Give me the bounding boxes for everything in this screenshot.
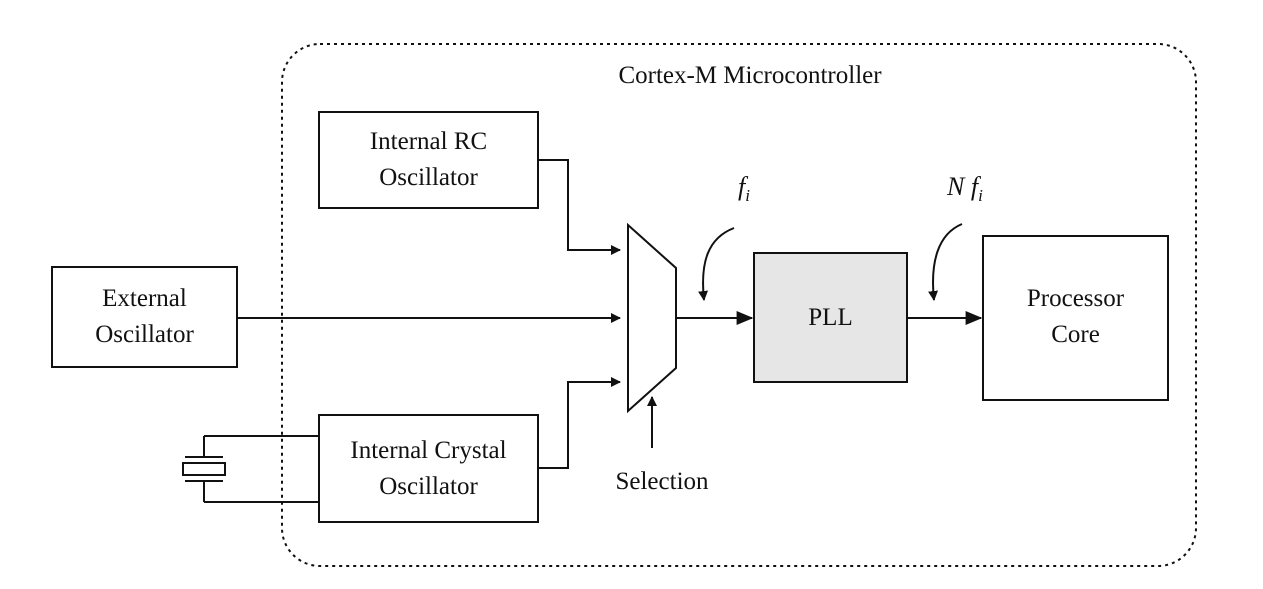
nfi-pointer-arrow [928, 223, 963, 301]
rc-to-mux-line [538, 159, 621, 255]
nfi-signal-label: N fi [947, 172, 983, 205]
fi-pointer-arrow [698, 227, 735, 301]
internal-crystal-oscillator-label: Internal Crystal Oscillator [350, 437, 507, 500]
selection-label: Selection [615, 468, 709, 495]
external-oscillator-block [51, 266, 238, 368]
crystal-symbol [182, 435, 319, 503]
multiplexer [627, 222, 677, 414]
pll-block [753, 252, 908, 383]
microcontroller-boundary [281, 43, 1197, 567]
pll-label: PLL [808, 304, 853, 331]
crystal-to-mux-line [538, 377, 621, 469]
internal-rc-oscillator-block [318, 111, 539, 209]
processor-core-block [982, 235, 1169, 401]
processor-core-label: Processor Core [1026, 285, 1125, 348]
internal-rc-oscillator-label: Internal RC Oscillator [369, 128, 488, 191]
internal-crystal-oscillator-block [318, 414, 539, 523]
fi-signal-label: fi [738, 172, 750, 205]
microcontroller-title: Cortex-M Microcontroller [618, 62, 882, 89]
external-oscillator-label: External Oscillator [95, 285, 194, 348]
